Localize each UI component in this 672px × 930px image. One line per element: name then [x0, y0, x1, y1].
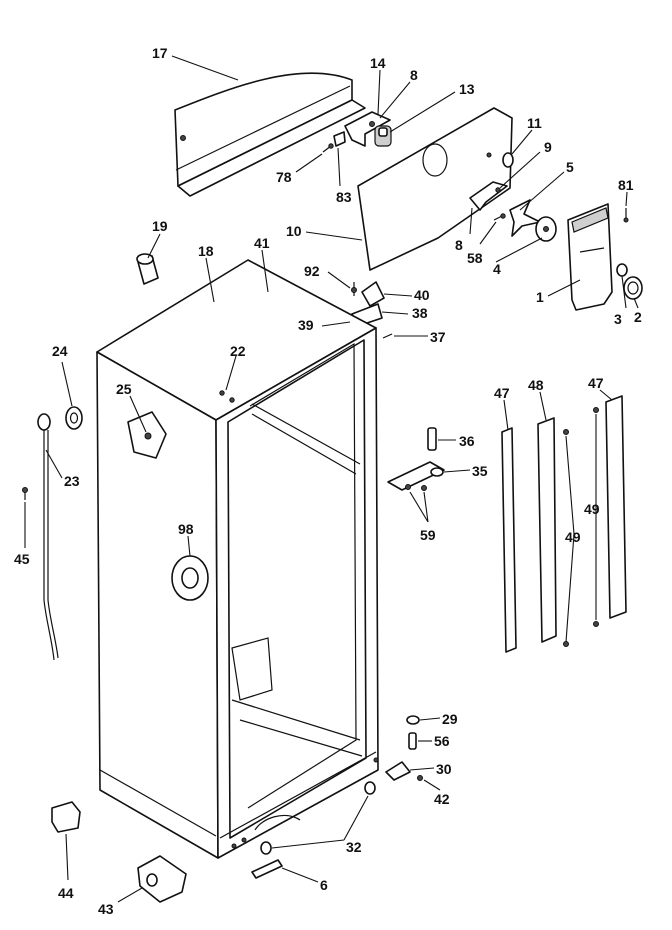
part-32-plug	[260, 781, 376, 855]
callout-19: 19	[152, 218, 168, 234]
part-47-right-strip	[605, 395, 627, 619]
part-24-washer	[65, 406, 83, 430]
callout-43: 43	[98, 901, 114, 917]
callout-30: 30	[436, 761, 452, 777]
callout-14: 14	[370, 55, 386, 71]
callout-22: 22	[230, 343, 246, 359]
part-30-hinge	[385, 761, 411, 781]
callout-labels: 17 14 8 13 11 9 5 81 78 83 10 8 58 4 19 …	[14, 45, 642, 917]
part-10-liner-panel	[357, 107, 513, 271]
callout-8-lower: 8	[455, 237, 463, 253]
part-49-screws	[563, 407, 599, 647]
callout-83: 83	[336, 189, 352, 205]
part-98-grommet	[171, 555, 209, 601]
part-1-control-housing	[567, 203, 613, 311]
callout-47-right: 47	[588, 375, 604, 391]
callout-92: 92	[304, 263, 320, 279]
callout-1: 1	[536, 289, 544, 305]
part-4-fan-plate	[535, 216, 557, 242]
part-17-top-channel	[174, 72, 366, 197]
part-42-screw	[417, 775, 423, 781]
part-45-screw	[22, 487, 28, 500]
callout-2: 2	[634, 309, 642, 325]
callout-9: 9	[544, 139, 552, 155]
callout-38: 38	[412, 305, 428, 321]
callout-78: 78	[276, 169, 292, 185]
leader-lines	[24, 55, 639, 903]
part-92-screw	[351, 282, 357, 296]
part-25-hinge-plate	[127, 411, 167, 459]
callout-49-right: 49	[584, 501, 600, 517]
callout-37: 37	[430, 329, 446, 345]
callout-29: 29	[442, 711, 458, 727]
part-2-dial	[623, 276, 643, 300]
callout-58: 58	[467, 250, 483, 266]
part-48-strip	[537, 417, 557, 643]
callout-8-top: 8	[410, 67, 418, 83]
callout-25: 25	[116, 381, 132, 397]
callout-5: 5	[566, 159, 574, 175]
callout-41: 41	[254, 235, 270, 251]
callout-49-mid: 49	[565, 529, 581, 545]
part-11-grommet	[502, 152, 514, 168]
callout-6: 6	[320, 877, 328, 893]
callout-17: 17	[152, 45, 168, 61]
callout-40: 40	[414, 287, 430, 303]
part-40-hinge-cover	[361, 281, 385, 307]
callout-81: 81	[618, 177, 634, 193]
callout-44: 44	[58, 885, 74, 901]
callout-3: 3	[614, 311, 622, 327]
callout-39: 39	[298, 317, 314, 333]
callout-18: 18	[198, 243, 214, 259]
part-36-pin	[427, 427, 437, 451]
callout-32: 32	[346, 839, 362, 855]
part-23-rod	[37, 413, 59, 661]
part-9-bracket	[469, 181, 508, 211]
callout-45: 45	[14, 551, 30, 567]
part-81-screw	[623, 208, 629, 223]
callout-59: 59	[420, 527, 436, 543]
callout-10: 10	[286, 223, 302, 239]
callout-35: 35	[472, 463, 488, 479]
part-6-grille	[251, 859, 283, 879]
part-14-bracket	[344, 111, 391, 147]
callout-98: 98	[178, 521, 194, 537]
part-37-pin	[382, 333, 393, 339]
part-58-screw	[493, 213, 506, 221]
part-56-pin	[408, 732, 417, 750]
callout-48: 48	[528, 377, 544, 393]
callout-4: 4	[493, 261, 501, 277]
callout-42: 42	[434, 791, 450, 807]
part-19-cap	[136, 253, 159, 285]
part-83-clip	[333, 131, 346, 147]
callout-56: 56	[434, 733, 450, 749]
part-78-screw	[322, 143, 334, 153]
part-43-leveler	[137, 855, 187, 903]
callout-23: 23	[64, 473, 80, 489]
part-29-washer	[406, 715, 420, 725]
part-3-knob	[616, 263, 628, 277]
part-59-screws	[405, 484, 427, 491]
callout-11: 11	[527, 115, 542, 131]
part-47-left-strip	[501, 427, 517, 653]
callout-24: 24	[52, 343, 68, 359]
callout-13: 13	[459, 81, 475, 97]
callout-47-left: 47	[494, 385, 510, 401]
part-44-block	[51, 801, 81, 833]
callout-36: 36	[459, 433, 475, 449]
part-13-control-knob	[374, 125, 392, 147]
part-35-hinge	[387, 461, 445, 491]
refrigerator-cabinet	[96, 259, 379, 859]
